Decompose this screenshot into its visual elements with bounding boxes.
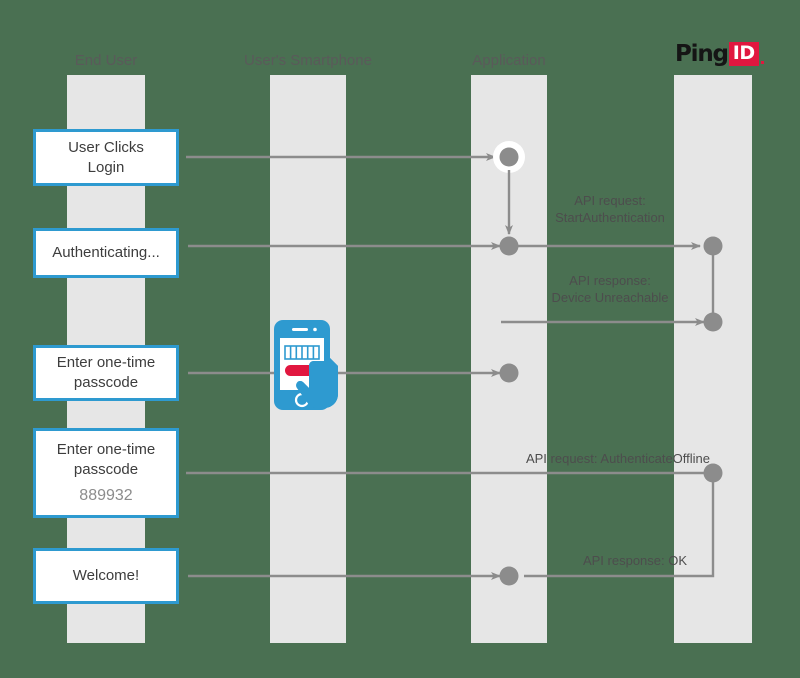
step-line-1: Authenticating... bbox=[52, 244, 160, 261]
message-line-1: API response: bbox=[569, 273, 651, 288]
column-title-application: Application bbox=[472, 52, 546, 69]
message-line-1: API request: bbox=[574, 193, 646, 208]
column-title-smartphone: User's Smartphone bbox=[244, 52, 372, 69]
message-line-1: API response: OK bbox=[582, 553, 688, 568]
pingid-logo-dot bbox=[760, 61, 764, 64]
message-label-start-authentication: API request: StartAuthentication bbox=[510, 192, 710, 226]
smartphone-passcode-icon bbox=[274, 320, 338, 410]
step-box-enter-otp[interactable]: Enter one-time passcode bbox=[33, 345, 179, 401]
message-line-2: StartAuthentication bbox=[555, 210, 665, 225]
otp-passcode-value: 889932 bbox=[79, 487, 133, 504]
step-line-2: Login bbox=[87, 158, 125, 176]
step-line-2: passcode bbox=[73, 461, 139, 478]
pingid-logo: Ping ID bbox=[675, 42, 764, 66]
step-box-enter-otp-filled[interactable]: Enter one-time passcode 889932 bbox=[33, 428, 179, 518]
step-line-1: Enter one-time bbox=[56, 441, 156, 458]
message-label-response-ok: API response: OK bbox=[555, 552, 715, 569]
step-line-1: User Clicks bbox=[68, 138, 144, 156]
step-box-user-clicks-login[interactable]: User Clicks Login bbox=[33, 129, 179, 186]
step-line-2: passcode bbox=[73, 374, 139, 391]
message-line-1: API request: AuthenticateOffline bbox=[525, 451, 711, 466]
step-box-authenticating[interactable]: Authenticating... bbox=[33, 228, 179, 278]
message-label-authenticate-offline: API request: AuthenticateOffline bbox=[508, 450, 728, 467]
column-title-end-user: End User bbox=[74, 52, 138, 69]
step-line-1: Enter one-time bbox=[56, 354, 156, 371]
step-box-welcome[interactable]: Welcome! bbox=[33, 548, 179, 604]
pingid-logo-badge: ID bbox=[728, 42, 759, 66]
step-line-1: Welcome! bbox=[72, 567, 140, 584]
message-line-2: Device Unreachable bbox=[551, 290, 669, 305]
message-label-device-unreachable: API response: Device Unreachable bbox=[510, 272, 710, 306]
pingid-logo-word: Ping bbox=[675, 40, 729, 67]
lifeline-application bbox=[471, 75, 547, 643]
